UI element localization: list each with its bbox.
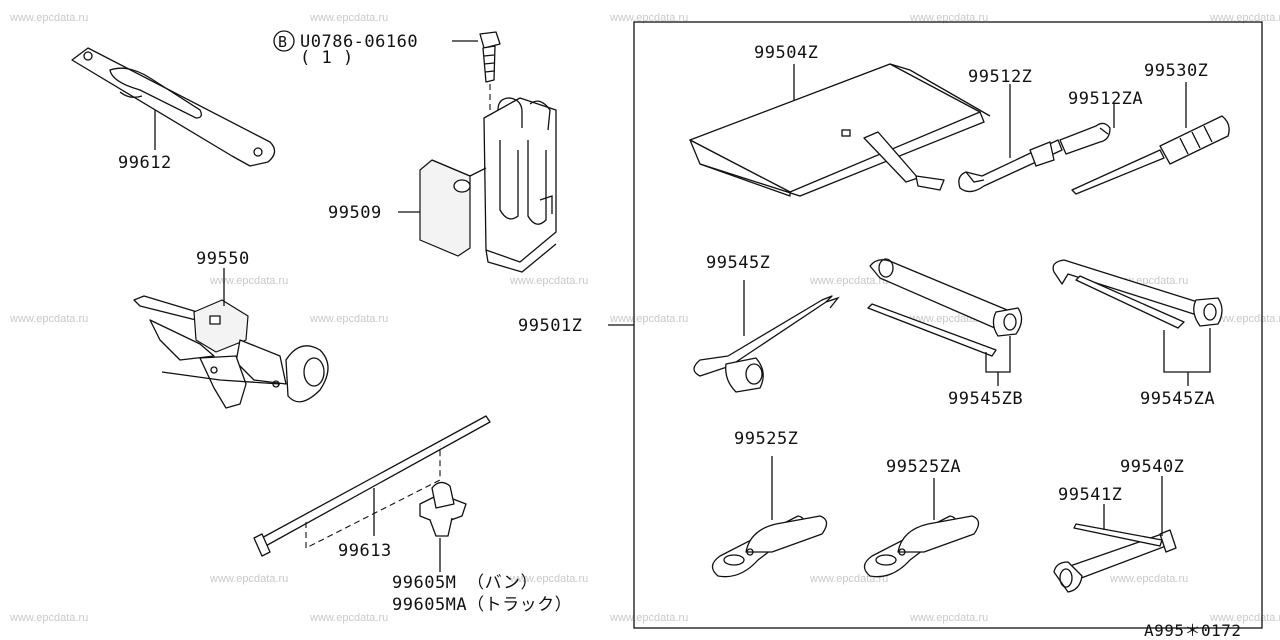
label-99545z: 99545Z	[706, 253, 770, 273]
watermark: www.epcdata.ru	[609, 612, 688, 624]
label-99541z: 99541Z	[1058, 485, 1122, 505]
label-bolt-number: U0786-06160	[300, 32, 418, 52]
part-99509-bracket	[419, 97, 557, 273]
label-99613: 99613	[338, 541, 392, 561]
watermark: www.epcdata.ru	[209, 275, 288, 287]
part-99541z-bar	[1073, 523, 1163, 547]
part-99613-rod	[253, 415, 491, 557]
part-99545z-l-wrench	[693, 295, 840, 393]
watermark: www.epcdata.ru	[1109, 573, 1188, 585]
bolt-marker-letter: B	[278, 33, 288, 51]
bolt-marker-circle	[273, 30, 295, 52]
watermark: www.epcdata.ru	[909, 612, 988, 624]
watermark: www.epcdata.ru	[809, 573, 888, 585]
watermark: www.epcdata.ru	[609, 12, 688, 24]
part-99530z-screwdriver	[1071, 115, 1230, 195]
watermark: www.epcdata.ru	[309, 313, 388, 325]
label-99540z: 99540Z	[1120, 457, 1184, 477]
watermark-layer: www.epcdata.ru www.epcdata.ru www.epcdat…	[9, 12, 1280, 624]
label-99550: 99550	[196, 249, 250, 269]
watermark: www.epcdata.ru	[509, 573, 588, 585]
label-99545za: 99545ZA	[1140, 389, 1215, 409]
watermark: www.epcdata.ru	[509, 275, 588, 287]
label-99612: 99612	[118, 153, 172, 173]
watermark: www.epcdata.ru	[909, 12, 988, 24]
watermark: www.epcdata.ru	[809, 275, 888, 287]
label-99509: 99509	[328, 203, 382, 223]
watermark: www.epcdata.ru	[1209, 12, 1280, 24]
label-99501z: 99501Z	[518, 316, 582, 336]
label-99512z: 99512Z	[968, 67, 1032, 87]
watermark: www.epcdata.ru	[9, 12, 88, 24]
leader-99545zb	[985, 336, 1011, 386]
watermark: www.epcdata.ru	[9, 313, 88, 325]
part-99512za-wrench	[1059, 122, 1111, 155]
part-99512z-wrench	[958, 139, 1063, 193]
watermark: www.epcdata.ru	[609, 313, 688, 325]
watermark: www.epcdata.ru	[9, 612, 88, 624]
label-99605m: 99605M （バン）	[392, 573, 538, 593]
watermark: www.epcdata.ru	[309, 12, 388, 24]
part-99605m-clip	[419, 481, 467, 537]
label-99605ma: 99605MA（トラック）	[392, 595, 572, 615]
part-99612-bar	[71, 47, 276, 167]
part-99540z-socket-wrench	[1053, 529, 1177, 593]
part-99550-jack	[133, 295, 329, 409]
part-99545za-box-wrench	[1052, 259, 1223, 329]
label-99512za: 99512ZA	[1068, 89, 1143, 109]
diagram-code: A995＊0172	[1144, 621, 1242, 640]
part-99504z-bag	[689, 63, 991, 197]
part-99525z-pliers	[711, 515, 828, 578]
label-99525za: 99525ZA	[886, 457, 961, 477]
label-99530z: 99530Z	[1144, 61, 1208, 81]
leader-99545za	[1163, 328, 1211, 386]
label-bolt-qty: ( 1 )	[300, 48, 354, 68]
part-bolt: B U0786-06160 ( 1 )	[273, 30, 501, 120]
part-99545zb-box-wrench	[867, 258, 1023, 357]
label-99525z: 99525Z	[734, 429, 798, 449]
part-99525za-pliers	[863, 515, 980, 578]
watermark: www.epcdata.ru	[209, 573, 288, 585]
label-99545zb: 99545ZB	[948, 389, 1023, 409]
label-99504z: 99504Z	[754, 43, 818, 63]
watermark: www.epcdata.ru	[309, 612, 388, 624]
